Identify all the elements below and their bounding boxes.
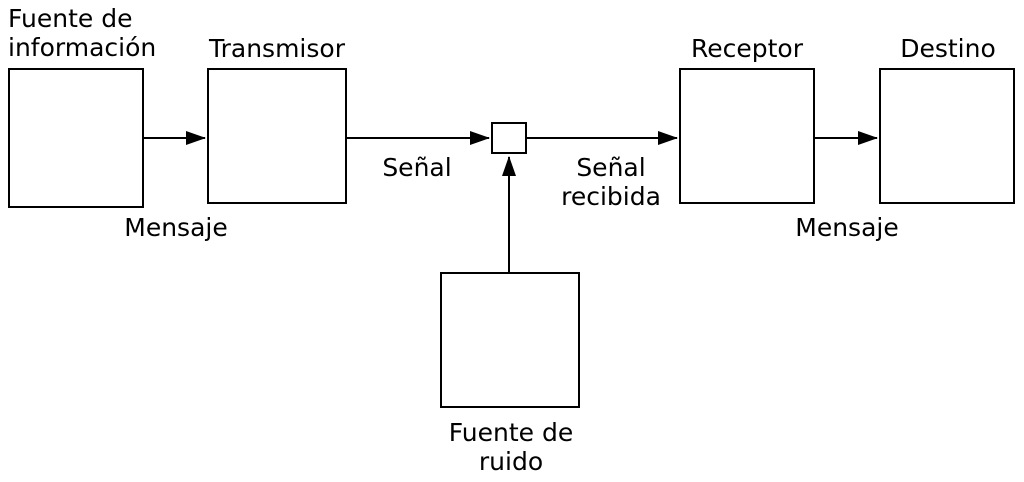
- transmitter-box: [207, 68, 347, 204]
- destination-box: [879, 68, 1015, 204]
- information-source-box: [8, 68, 144, 208]
- receiver-box: [679, 68, 815, 204]
- receiver-label: Receptor: [691, 34, 803, 63]
- information-source-label: Fuente de información: [8, 4, 157, 62]
- signal-label: Señal: [382, 153, 452, 182]
- message-right-label: Mensaje: [795, 213, 899, 242]
- noise-source-label: Fuente de ruido: [448, 418, 574, 476]
- signal-received-label: Señal recibida: [561, 153, 661, 211]
- noise-source-box: [440, 272, 580, 408]
- destination-label: Destino: [900, 34, 996, 63]
- noise-junction-box: [491, 122, 527, 154]
- message-left-label: Mensaje: [124, 213, 228, 242]
- transmitter-label: Transmisor: [209, 34, 345, 63]
